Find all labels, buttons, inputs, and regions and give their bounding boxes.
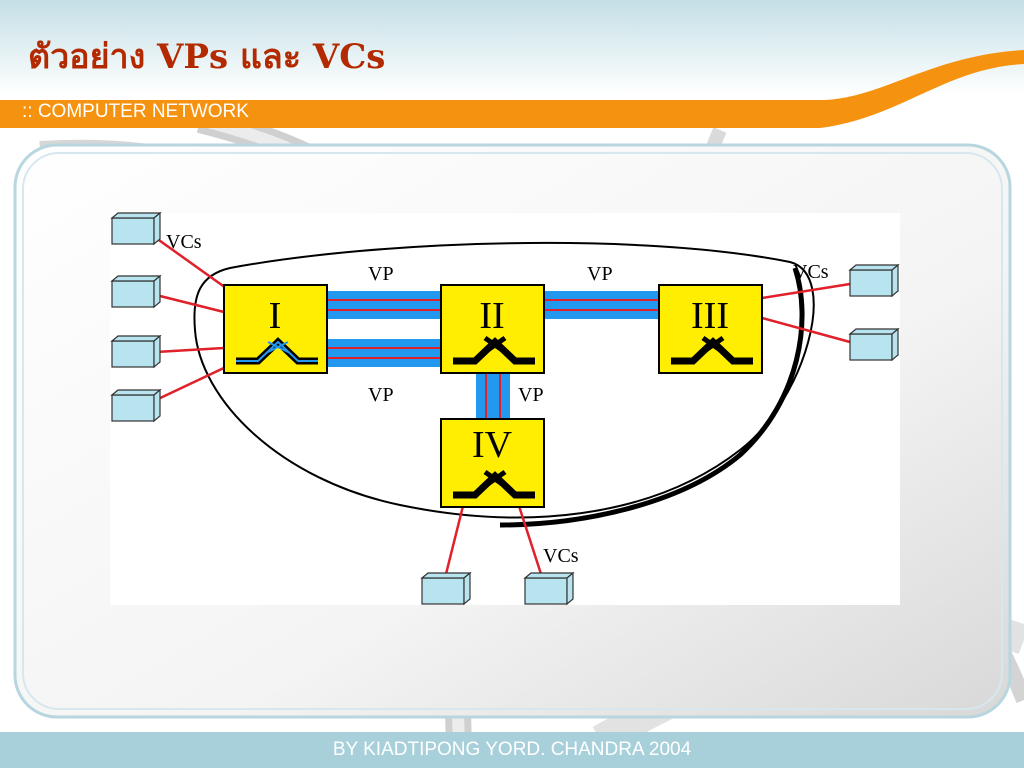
- network-boundary: [193, 241, 815, 519]
- page-title: ตัวอย่าง VPs และ VCs: [28, 37, 386, 77]
- vp-label-bottom: VP: [368, 384, 394, 406]
- vc-lines: [155, 236, 851, 575]
- vp-label-vertical: VP: [518, 384, 544, 406]
- endpoint-right-1: [848, 263, 900, 298]
- footer-credit: BY KIADTIPONG YORD. CHANDRA 2004: [332, 739, 692, 760]
- endpoint-right-2: [848, 327, 900, 362]
- switch-II: II: [440, 284, 545, 374]
- endpoint-left-1: [110, 211, 162, 246]
- endpoint-devices: [110, 211, 900, 606]
- switch-I: I: [223, 284, 328, 374]
- endpoint-left-2: [110, 274, 162, 309]
- vp-channels: [326, 291, 659, 419]
- endpoint-left-3: [110, 334, 162, 369]
- switch-label: I: [269, 295, 282, 337]
- switch-label: IV: [472, 424, 513, 466]
- switch-III: III: [658, 284, 763, 374]
- endpoint-bottom-1: [420, 571, 472, 606]
- page-subtitle: :: COMPUTER NETWORK: [22, 101, 249, 122]
- vcs-label-right: VCs: [793, 261, 829, 283]
- switch-IV: IV: [440, 418, 545, 508]
- endpoint-left-4: [110, 388, 162, 423]
- vcs-label-bottom: VCs: [543, 545, 579, 567]
- orange-accent-band: [0, 50, 1024, 128]
- vcs-label-left: VCs: [166, 231, 202, 253]
- vp-label-top-left: VP: [368, 263, 394, 285]
- endpoint-bottom-2: [523, 571, 575, 606]
- switch-label: III: [691, 295, 729, 337]
- switch-label: II: [479, 295, 504, 337]
- vp-label-top-right: VP: [587, 263, 613, 285]
- footer-band: [0, 732, 1024, 768]
